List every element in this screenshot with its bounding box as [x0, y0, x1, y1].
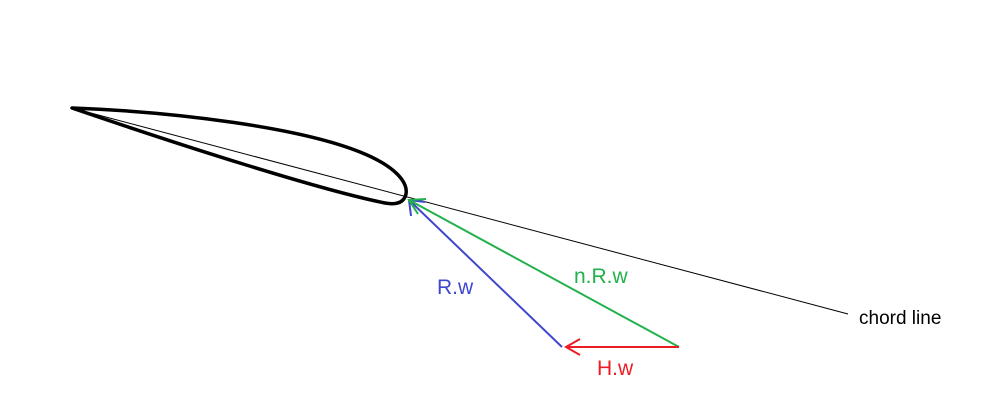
normal-vector: [407, 198, 680, 348]
resultant-vector: [407, 198, 563, 348]
chord-line-label: chord line: [859, 308, 941, 329]
horizontal-label: H.w: [597, 357, 634, 380]
chord-line: [71, 107, 849, 315]
normal-label: n.R.w: [574, 265, 629, 288]
resultant-label: R.w: [437, 276, 474, 299]
airfoil-outline: [70, 106, 408, 206]
horizontal-vector: [563, 338, 679, 356]
